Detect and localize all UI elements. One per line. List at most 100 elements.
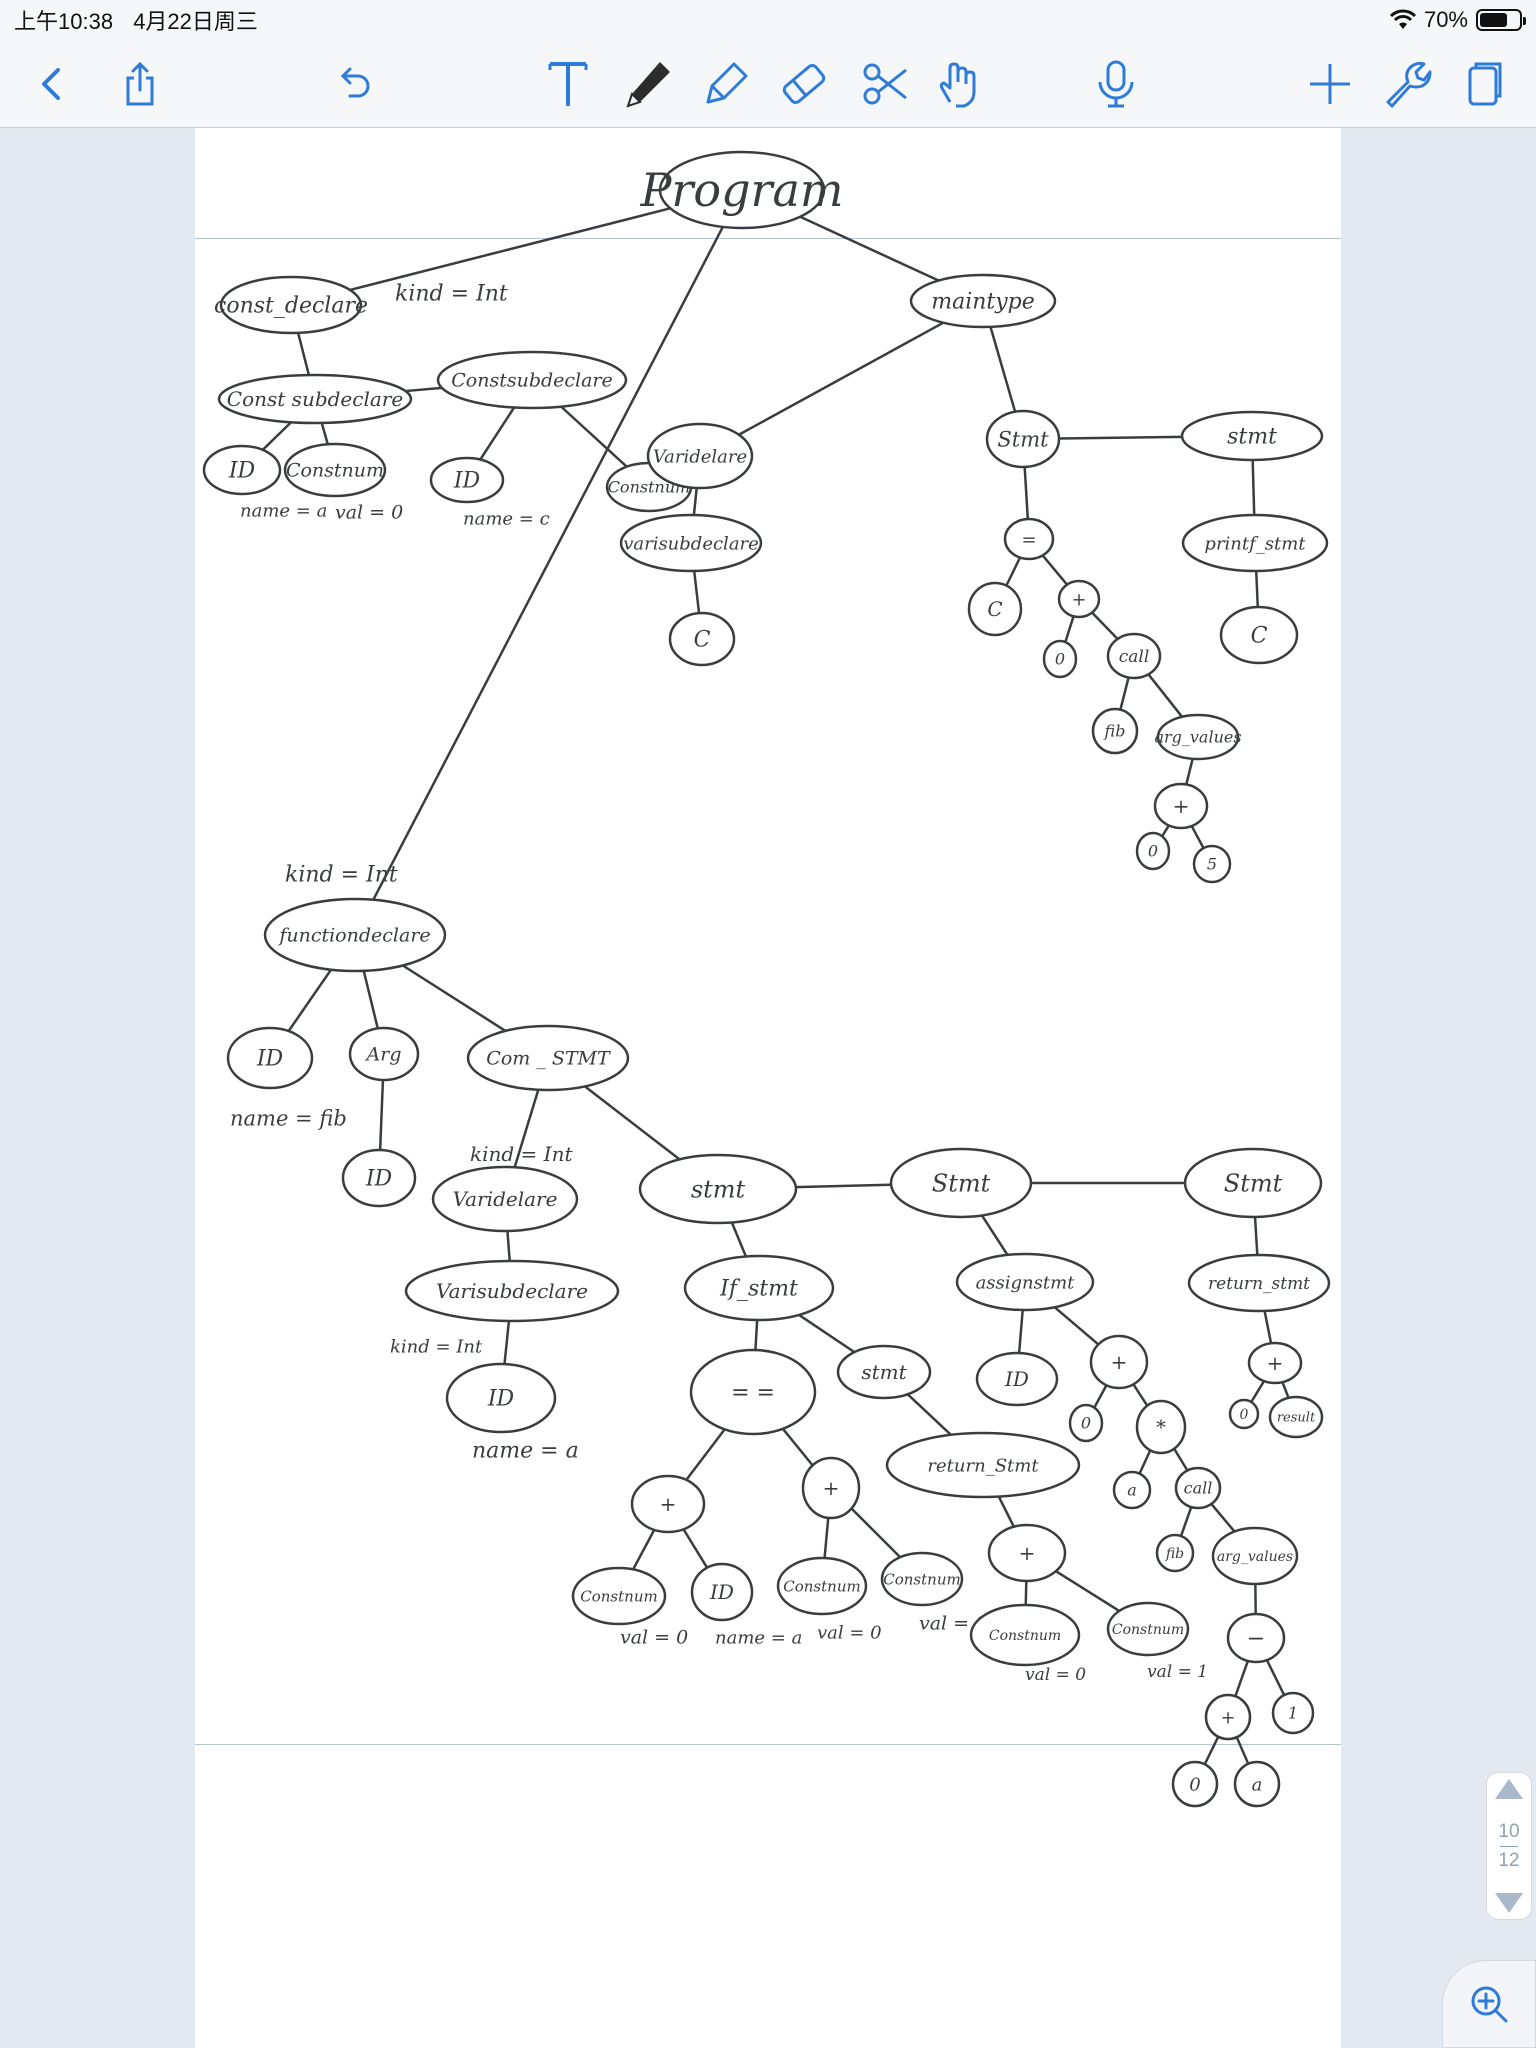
- tree-edge: [754, 1319, 759, 1351]
- tree-node-a-as: [1112, 1470, 1152, 1510]
- tree-label-id-f-a-name: name = a: [472, 1439, 579, 1464]
- tree-node-one-as: [1271, 1691, 1315, 1735]
- tree-node-zero-r2: [1228, 1398, 1260, 1430]
- back-icon: [42, 68, 60, 100]
- tree-label-c-m1: C: [694, 628, 711, 653]
- pages-button[interactable]: [1452, 54, 1512, 114]
- tree-node-c-m3: [1219, 605, 1299, 665]
- tree-node-cn-r1: [776, 1556, 868, 1616]
- tree-label-varsub-f: Varisubdeclare: [436, 1279, 588, 1303]
- tree-node-plus-as2: [1204, 1693, 1252, 1741]
- status-right: 70%: [1389, 7, 1526, 33]
- tree-node-if-then: [836, 1344, 932, 1400]
- tree-edge: [1185, 758, 1194, 785]
- tree-label-plus-as: +: [1111, 1350, 1128, 1374]
- undo-icon: [340, 67, 370, 98]
- tree-label-stmt-f2: Stmt: [932, 1169, 991, 1197]
- tree-node-arg: [348, 1026, 420, 1082]
- tree-label-csub1: Const subdeclare: [227, 387, 403, 411]
- tree-label-zero-as: 0: [1081, 1414, 1091, 1433]
- tree-label-cn-r1-val: val = 0: [817, 1622, 882, 1643]
- tree-node-plus-r: [801, 1456, 861, 1520]
- tree-node-cnum0: [283, 442, 387, 498]
- tree-label-assignstmt: assignstmt: [976, 1272, 1076, 1293]
- tree-node-a-as2: [1233, 1760, 1281, 1808]
- tree-label-cn-r2: Constnum: [883, 1570, 960, 1588]
- undo-button[interactable]: [324, 54, 384, 114]
- tree-edge: [1023, 466, 1030, 520]
- tree-node-zero-m2: [1135, 831, 1171, 871]
- tree-label-zero-m2: 0: [1148, 842, 1158, 861]
- hand-tool-button[interactable]: [930, 54, 990, 114]
- tree-node-stmt-m1: [985, 409, 1061, 469]
- tree-edge: [479, 406, 516, 461]
- tree-node-plus-r2: [1247, 1341, 1303, 1385]
- zoom-button[interactable]: [1442, 1960, 1536, 2048]
- highlighter-icon: [706, 62, 748, 104]
- tree-edge: [1179, 1506, 1193, 1537]
- tree-edge: [362, 970, 379, 1029]
- tree-label-stmt-f1: stmt: [691, 1175, 746, 1203]
- status-bar: 上午10:38 4月22日周三 70%: [0, 0, 1536, 40]
- tree-edge: [1263, 1310, 1273, 1344]
- text-tool-button[interactable]: [538, 54, 598, 114]
- back-button[interactable]: [22, 54, 82, 114]
- tree-node-com-stmt: [466, 1024, 630, 1092]
- highlighter-button[interactable]: [696, 54, 756, 114]
- tree-edge: [632, 1529, 656, 1570]
- share-button[interactable]: [110, 54, 170, 114]
- eraser-button[interactable]: [774, 54, 834, 114]
- tree-edge: [1281, 1381, 1290, 1399]
- tree-node-returnstmt2: [1187, 1253, 1331, 1313]
- wrench-icon: [1386, 61, 1432, 108]
- tree-edge: [320, 422, 329, 445]
- tree-edge: [1041, 554, 1068, 586]
- tree-edge: [730, 1221, 748, 1257]
- status-date: 4月22日周三: [133, 9, 258, 34]
- tree-label-cn-ret1-val: val = 0: [1025, 1665, 1086, 1685]
- tree-label-minus-as: −: [1247, 1627, 1265, 1652]
- tree-edge: [1265, 1659, 1286, 1696]
- tree-label-returnstmt2: return_stmt: [1208, 1274, 1310, 1294]
- page-up-icon[interactable]: [1495, 1779, 1523, 1799]
- tree-node-fib-as: [1155, 1533, 1195, 1573]
- tree-label-argv-as: arg_values: [1217, 1549, 1293, 1565]
- tree-edge: [980, 1214, 1009, 1256]
- tree-label-id-f-a: ID: [487, 1387, 515, 1412]
- scissors-icon: [863, 63, 907, 105]
- tree-label-const-declare: const_declare: [214, 294, 368, 319]
- add-button[interactable]: [1300, 54, 1360, 114]
- tree-label-stmt-m2: stmt: [1227, 425, 1277, 450]
- tree-label-cn-r2-val: val = 1: [919, 1613, 987, 1635]
- tree-node-funcdecl: [263, 897, 447, 973]
- tree-label-c-m3: C: [1251, 624, 1268, 649]
- page-margin-line: [195, 1744, 1341, 1745]
- tree-edge: [378, 1079, 385, 1151]
- microphone-button[interactable]: [1086, 54, 1146, 114]
- tree-label-plus-m2: +: [1173, 794, 1190, 818]
- tree-edge: [781, 1428, 814, 1467]
- tree-edge: [1055, 1570, 1120, 1612]
- page-down-icon[interactable]: [1495, 1893, 1523, 1913]
- tree-node-id-c: [429, 456, 505, 504]
- tree-label-arg: Arg: [365, 1044, 402, 1066]
- tree-label-five-m: 5: [1207, 855, 1217, 874]
- pen-tool-button[interactable]: [618, 54, 678, 114]
- tree-edge: [1058, 435, 1183, 440]
- tree-label-plus-r: +: [823, 1476, 840, 1500]
- tree-edge: [1132, 1383, 1149, 1407]
- tree-edge: [372, 226, 724, 901]
- tree-node-fib-m: [1091, 707, 1139, 755]
- tree-node-vardecl-f: [431, 1165, 579, 1233]
- page-counter[interactable]: 10 12: [1486, 1772, 1532, 1920]
- tree-edge: [1024, 1580, 1028, 1606]
- tree-label-cnum0-val: val = 0: [335, 502, 403, 524]
- lasso-tool-button[interactable]: [856, 54, 916, 114]
- tree-edge: [349, 207, 671, 292]
- tree-label-plus-m: +: [1071, 589, 1086, 610]
- tree-label-varsub-m: varisubdeclare: [623, 533, 759, 554]
- settings-button[interactable]: [1376, 54, 1436, 114]
- tree-label-id-fib-name: name = fib: [230, 1106, 347, 1130]
- tree-label-plus-ret: +: [1019, 1541, 1036, 1565]
